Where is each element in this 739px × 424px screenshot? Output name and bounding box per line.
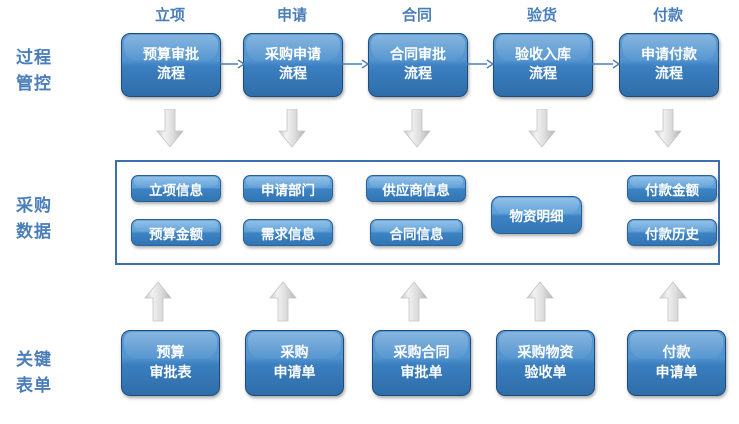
- down-arrow-3: [403, 109, 431, 148]
- up-arrow-3: [400, 281, 428, 322]
- row-label-process-control: 过程 管控: [16, 48, 52, 94]
- data-chip-label: 申请部门: [261, 182, 315, 199]
- data-chip-applying-department[interactable]: 申请部门: [243, 175, 333, 202]
- form-box-material-acceptance[interactable]: 采购物资 验收单: [496, 330, 595, 396]
- stage-caption-application: 申请: [276, 6, 307, 24]
- data-chip-label: 供应商信息: [382, 182, 450, 199]
- form-box-payment-request[interactable]: 付款 申请单: [627, 330, 726, 396]
- process-box-budget-approval[interactable]: 预算审批 流程: [121, 33, 221, 97]
- down-arrow-5: [654, 109, 682, 148]
- data-chip-payment-amount[interactable]: 付款金额: [627, 175, 717, 202]
- process-box-contract-approval[interactable]: 合同审批 流程: [368, 33, 468, 97]
- form-box-purchase-request[interactable]: 采购 申请单: [245, 330, 344, 396]
- form-box-label: 采购 申请单: [273, 345, 316, 381]
- process-box-payment-application[interactable]: 申请付款 流程: [619, 33, 719, 97]
- row-label-purchase-data: 采购 数据: [16, 196, 52, 242]
- data-chip-payment-history[interactable]: 付款历史: [627, 219, 717, 246]
- data-chip-material-details[interactable]: 物资明细: [491, 196, 582, 234]
- connector-arrow-right-4: [591, 59, 620, 69]
- data-chip-label: 物资明细: [509, 209, 564, 225]
- form-box-label: 预算 审批表: [149, 345, 192, 381]
- data-chip-label: 立项信息: [149, 182, 203, 199]
- data-chip-contract-info[interactable]: 合同信息: [370, 219, 463, 246]
- process-box-label: 合同审批 流程: [390, 47, 446, 82]
- form-box-purchase-contract-approval[interactable]: 采购合同 审批单: [372, 330, 471, 396]
- process-box-label: 验收入库 流程: [515, 47, 571, 82]
- connector-arrow-right-2: [341, 59, 369, 69]
- up-arrow-1: [144, 281, 172, 322]
- connector-arrow-right-3: [466, 59, 494, 69]
- data-chip-label: 合同信息: [389, 226, 444, 243]
- data-chip-label: 预算金额: [149, 226, 203, 243]
- down-arrow-4: [528, 109, 556, 148]
- data-chip-label: 付款历史: [645, 226, 699, 243]
- row-label-key-forms: 关键 表单: [16, 350, 52, 396]
- process-box-label: 预算审批 流程: [143, 47, 199, 82]
- data-chip-initiation-info[interactable]: 立项信息: [131, 175, 221, 202]
- stage-caption-payment: 付款: [652, 6, 683, 24]
- stage-caption-contract: 合同: [401, 6, 432, 24]
- down-arrow-2: [278, 109, 306, 148]
- data-chip-supplier-info[interactable]: 供应商信息: [366, 175, 466, 202]
- process-box-acceptance-storage[interactable]: 验收入库 流程: [493, 33, 593, 97]
- data-chip-budget-amount[interactable]: 预算金额: [131, 219, 221, 246]
- up-arrow-4: [526, 281, 554, 322]
- data-chip-label: 付款金额: [645, 182, 699, 199]
- process-box-label: 申请付款 流程: [641, 47, 697, 82]
- stage-caption-inspection: 验货: [526, 6, 557, 24]
- process-box-label: 采购申请 流程: [265, 47, 321, 82]
- data-chip-label: 需求信息: [261, 226, 315, 243]
- form-box-label: 付款 申请单: [655, 345, 698, 381]
- up-arrow-5: [659, 281, 687, 322]
- form-box-label: 采购合同 审批单: [393, 345, 450, 381]
- form-box-label: 采购物资 验收单: [517, 345, 574, 381]
- down-arrow-1: [156, 109, 184, 148]
- stage-caption-initiation: 立项: [154, 6, 185, 24]
- data-chip-requirement-info[interactable]: 需求信息: [243, 219, 333, 246]
- form-box-budget-approval-sheet[interactable]: 预算 审批表: [121, 330, 220, 396]
- process-box-purchase-application[interactable]: 采购申请 流程: [243, 33, 343, 97]
- up-arrow-2: [269, 281, 297, 322]
- connector-arrow-right-1: [219, 59, 245, 69]
